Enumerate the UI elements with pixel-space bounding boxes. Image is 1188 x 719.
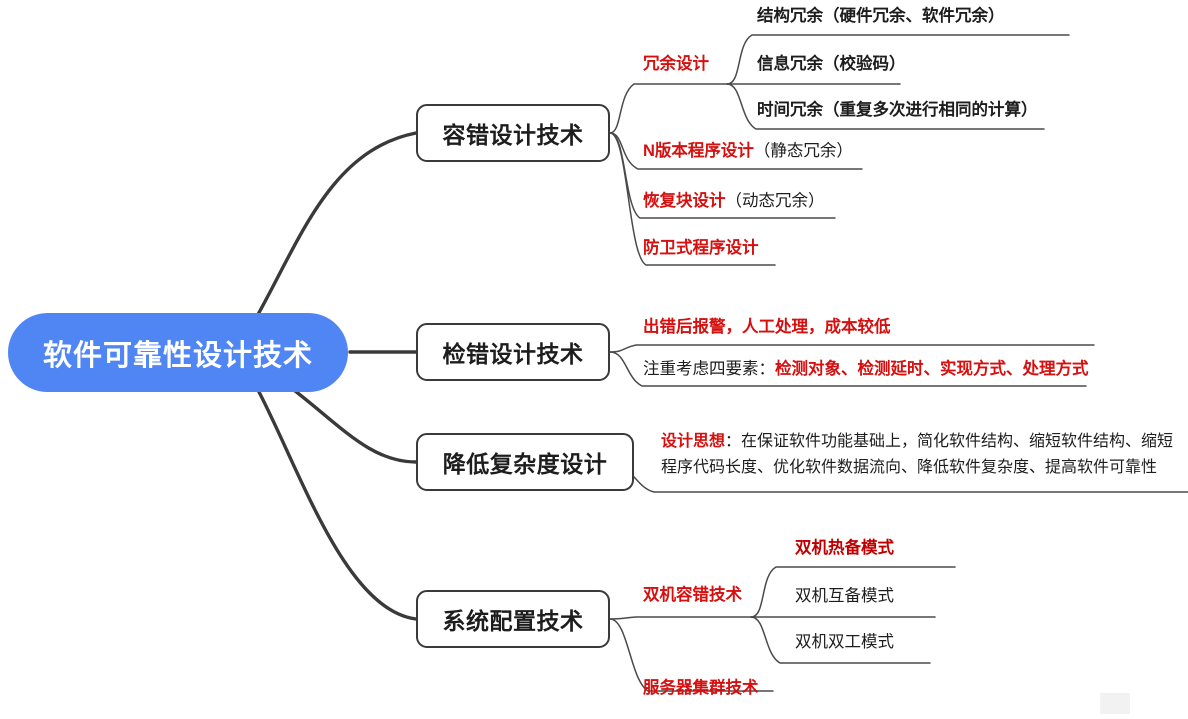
sub-node-n-version-programming[interactable]: N版本程序设计（静态冗余） [643, 142, 853, 160]
corner-watermark [1100, 693, 1130, 714]
leaf-node-information-redundancy[interactable]: 信息冗余（校验码） [757, 55, 906, 73]
link-sc-dual-machine [609, 616, 752, 620]
link-dm-dual-duplex [750, 616, 931, 664]
link-ft-redundancy [609, 83, 728, 134]
link-root-to-fault-tolerance [254, 131, 418, 320]
branch-node-label: 检错设计技术 [442, 341, 584, 367]
link-red-time [726, 83, 1045, 130]
link-ed-four-factors [609, 351, 1087, 387]
link-ft-defensive [609, 132, 776, 266]
root-node-label: 软件可靠性设计技术 [42, 339, 313, 372]
branch-node-fault-tolerance[interactable]: 容错设计技术 [416, 104, 610, 162]
link-ed-alarm [609, 344, 1095, 353]
sub-node-design-philosophy[interactable]: 设计思想：在保证软件功能基础上，简化软件结构、缩短软件结构、缩短程序代码长度、优… [661, 433, 1174, 476]
sub-node-dual-machine-fault-tolerance[interactable]: 双机容错技术 [643, 586, 742, 604]
leaf-node-mutual-standby-mode[interactable]: 双机互备模式 [795, 587, 894, 605]
branch-node-error-detection[interactable]: 检错设计技术 [416, 323, 610, 381]
link-sc-server-cluster [609, 618, 774, 692]
sub-node-four-key-factors[interactable]: 注重考虑四要素：检测对象、检测延时、实现方式、处理方式 [643, 360, 1089, 378]
link-red-structural [726, 34, 1070, 85]
sub-node-redundancy-design[interactable]: 冗余设计 [643, 55, 709, 73]
leaf-node-time-redundancy[interactable]: 时间冗余（重复多次进行相同的计算） [757, 101, 1038, 119]
branch-node-label: 系统配置技术 [442, 608, 584, 634]
sub-node-recovery-block-design[interactable]: 恢复块设计（动态冗余） [643, 192, 825, 210]
link-root-to-system-config [256, 388, 418, 621]
leaf-node-structural-redundancy[interactable]: 结构冗余（硬件冗余、软件冗余） [757, 7, 1005, 25]
branch-node-label: 容错设计技术 [442, 122, 584, 148]
branch-node-label: 降低复杂度设计 [442, 451, 608, 477]
sub-node-server-cluster[interactable]: 服务器集群技术 [643, 679, 759, 697]
root-node[interactable]: 软件可靠性设计技术 [8, 313, 348, 392]
sub-node-alarm-manual-handling[interactable]: 出错后报警，人工处理，成本较低 [643, 318, 891, 336]
branch-node-system-configuration[interactable]: 系统配置技术 [416, 590, 610, 648]
leaf-node-dual-duplex-mode[interactable]: 双机双工模式 [795, 633, 894, 651]
branch-node-complexity-reduction[interactable]: 降低复杂度设计 [416, 433, 634, 491]
link-root-to-complexity [288, 385, 418, 464]
leaf-node-hot-standby-mode[interactable]: 双机热备模式 [795, 539, 894, 557]
sub-node-defensive-programming[interactable]: 防卫式程序设计 [643, 239, 759, 257]
link-dm-hot-standby [750, 566, 956, 618]
